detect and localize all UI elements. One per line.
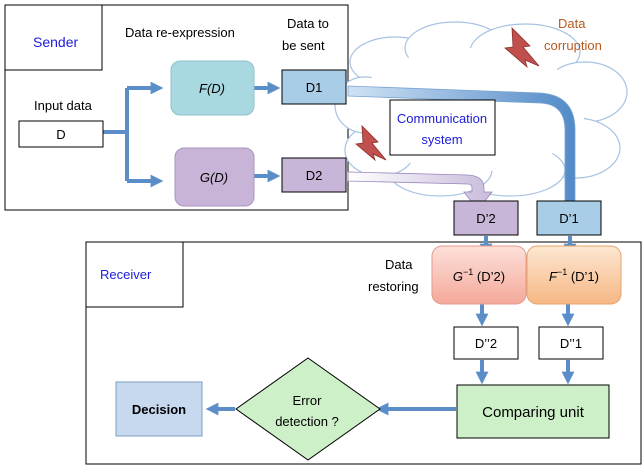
restoring-header-1: Data bbox=[385, 257, 413, 272]
f-inverse-label: F−1 (D’1) bbox=[549, 267, 599, 284]
sender-label-box bbox=[4, 4, 103, 71]
f-inverse-func: F bbox=[549, 269, 558, 284]
input-data-value: D bbox=[56, 127, 65, 142]
f-function-box bbox=[170, 60, 255, 116]
re-expression-header: Data re-expression bbox=[125, 25, 235, 40]
d1-received-box bbox=[536, 200, 602, 236]
lightning-bolt-icon bbox=[504, 26, 540, 69]
d1-sent-box bbox=[281, 69, 347, 105]
receiver-label: Receiver bbox=[100, 267, 152, 282]
g-inverse-label: G−1 (D’2) bbox=[453, 267, 505, 284]
d1-received-label: D’1 bbox=[559, 211, 579, 226]
receiver-label-box bbox=[85, 241, 184, 308]
g-inverse-func: G bbox=[453, 269, 463, 284]
to-be-sent-header-2: be sent bbox=[282, 38, 325, 53]
error-detection-label-1: Error bbox=[293, 393, 323, 408]
sender-arrows bbox=[103, 81, 281, 188]
d2-received-label: D’2 bbox=[476, 211, 496, 226]
corruption-label-1: Data bbox=[558, 16, 586, 31]
comparing-unit-box bbox=[456, 384, 610, 439]
d1-restored-box bbox=[538, 326, 604, 360]
d2-sent-label: D2 bbox=[306, 168, 323, 183]
f-inverse-sup: −1 bbox=[557, 267, 567, 277]
lightning-bolt-icon bbox=[355, 124, 387, 162]
communication-label-box bbox=[389, 99, 496, 156]
error-detection-diamond bbox=[235, 357, 381, 461]
f-inverse-arg: (D’1) bbox=[567, 269, 599, 284]
g-inverse-box bbox=[431, 245, 527, 305]
g-inverse-arg: (D’2) bbox=[473, 269, 505, 284]
g-function-box bbox=[174, 147, 255, 207]
d2-received-box bbox=[453, 200, 519, 236]
restoring-header-2: restoring bbox=[368, 279, 419, 294]
communication-label-1: Communication bbox=[397, 111, 487, 126]
decision-label: Decision bbox=[132, 402, 186, 417]
g-function-label: G(D) bbox=[200, 170, 228, 185]
f-function-label: F(D) bbox=[199, 81, 225, 96]
comparing-unit-label: Comparing unit bbox=[482, 404, 585, 421]
f-inverse-box bbox=[526, 245, 622, 305]
d1-sent-label: D1 bbox=[306, 80, 323, 95]
d1-restored-label: D’’1 bbox=[560, 336, 582, 351]
g-inverse-sup: −1 bbox=[463, 267, 473, 277]
to-be-sent-header-1: Data to bbox=[287, 16, 329, 31]
d2-restored-box bbox=[453, 326, 519, 360]
corruption-label-2: corruption bbox=[544, 38, 602, 53]
sender-label: Sender bbox=[33, 34, 78, 50]
error-detection-label-2: detection ? bbox=[275, 414, 339, 429]
input-data-box bbox=[18, 120, 104, 148]
input-data-label: Input data bbox=[34, 98, 93, 113]
d2-sent-box bbox=[281, 157, 347, 193]
communication-label-2: system bbox=[421, 132, 462, 147]
decision-box bbox=[115, 381, 203, 437]
d2-restored-label: D’’2 bbox=[475, 336, 497, 351]
